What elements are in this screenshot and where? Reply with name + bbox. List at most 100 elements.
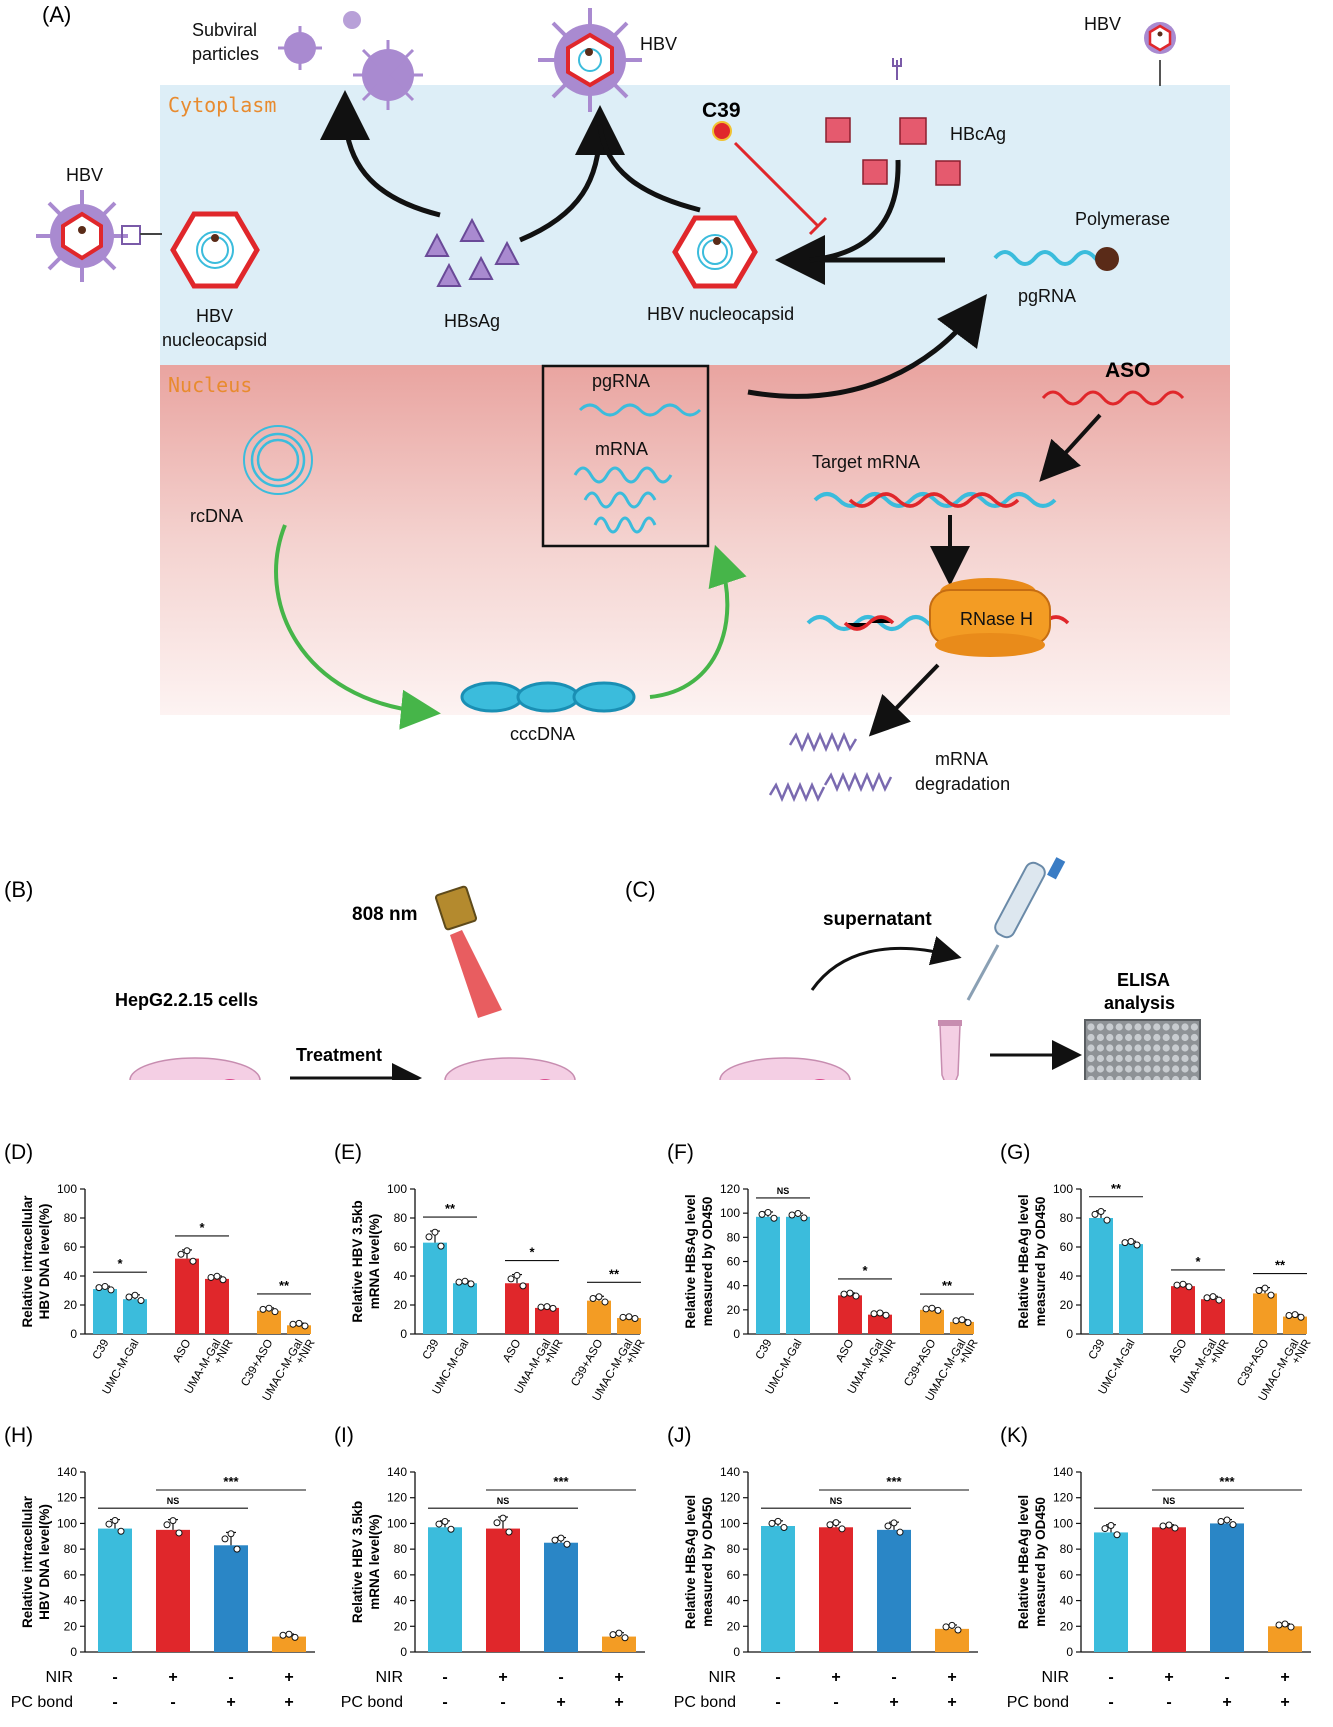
- condition-value: -: [112, 1694, 117, 1711]
- bar: [1210, 1523, 1244, 1652]
- data-point: [954, 1626, 962, 1634]
- hbv-left-label: HBV: [66, 165, 103, 185]
- bar: [1283, 1316, 1307, 1334]
- elisa-well: [1125, 1065, 1133, 1073]
- y-tick-label: 60: [1060, 1240, 1074, 1254]
- data-point: [513, 1271, 521, 1279]
- y-tick-label: 140: [57, 1465, 77, 1479]
- y-tick-label: 100: [387, 1182, 407, 1196]
- data-point: [589, 1294, 597, 1302]
- elisa-well: [1162, 1065, 1170, 1073]
- significance-label: **: [279, 1278, 290, 1293]
- bar: [544, 1542, 578, 1652]
- cccdna-label: cccDNA: [510, 724, 575, 744]
- data-point: [615, 1629, 623, 1637]
- bar: [617, 1318, 641, 1334]
- elisa-well: [1181, 1065, 1189, 1073]
- c39-inhibition-line: [733, 141, 820, 228]
- data-point: [291, 1633, 299, 1641]
- y-axis-label: mRNA level(%): [367, 1514, 382, 1610]
- significance-label: **: [609, 1266, 620, 1281]
- data-point: [507, 1275, 515, 1283]
- condition-value: +: [614, 1694, 623, 1711]
- data-point: [1261, 1284, 1269, 1292]
- y-tick-label: 40: [64, 1594, 78, 1608]
- bar: [428, 1527, 462, 1652]
- pgrna-box-label: pgRNA: [592, 371, 650, 391]
- bar: [287, 1325, 311, 1334]
- y-tick-label: 100: [1053, 1182, 1073, 1196]
- data-point: [774, 1517, 782, 1525]
- data-point: [519, 1282, 527, 1290]
- bar: [93, 1289, 117, 1334]
- significance-label: NS: [777, 1186, 790, 1196]
- panel-label-e: (E): [334, 1141, 362, 1164]
- x-tick-label: ASO: [834, 1337, 857, 1364]
- data-point: [788, 1211, 796, 1219]
- y-axis-label: Relative HBsAg level: [683, 1495, 698, 1629]
- bar: [1152, 1527, 1186, 1652]
- bar: [602, 1636, 636, 1652]
- data-point: [105, 1520, 113, 1528]
- petri-dish-c-icon: [719, 1057, 851, 1080]
- elisa-well: [1181, 1023, 1189, 1031]
- elisa-well: [1115, 1065, 1123, 1073]
- y-tick-label: 40: [727, 1279, 741, 1293]
- bar: [838, 1295, 862, 1334]
- y-tick-label: 100: [387, 1516, 407, 1530]
- data-point: [289, 1320, 297, 1328]
- data-point: [1297, 1313, 1305, 1321]
- data-point: [958, 1316, 966, 1324]
- elisa-well: [1134, 1065, 1142, 1073]
- x-tick-label: ASO: [501, 1337, 524, 1364]
- cells-label: HepG2.2.15 cells: [115, 990, 258, 1010]
- data-point: [425, 1233, 433, 1241]
- data-point: [505, 1528, 513, 1536]
- data-point: [1121, 1239, 1129, 1247]
- elisa-well: [1087, 1023, 1095, 1031]
- data-point: [1173, 1281, 1181, 1289]
- data-point: [543, 1303, 551, 1311]
- elisa-well: [1134, 1044, 1142, 1052]
- bar: [156, 1529, 190, 1652]
- nucleocapsid-left-icon: [170, 211, 260, 289]
- target-mrna-label: Target mRNA: [812, 452, 920, 472]
- data-point: [1203, 1294, 1211, 1302]
- panel-label-f: (F): [667, 1141, 694, 1164]
- data-point: [461, 1277, 469, 1285]
- significance-label: **: [1111, 1181, 1122, 1196]
- panel-label-d: (D): [4, 1141, 33, 1164]
- data-point: [183, 1247, 191, 1255]
- significance-label: **: [445, 1201, 456, 1216]
- elisa-well: [1087, 1033, 1095, 1042]
- elisa-label-1: ELISA: [1117, 970, 1170, 990]
- elisa-well: [1143, 1023, 1151, 1031]
- y-tick-label: 80: [394, 1211, 408, 1225]
- condition-row-label: NIR: [708, 1669, 736, 1686]
- data-point: [1107, 1521, 1115, 1529]
- elisa-well: [1172, 1033, 1180, 1042]
- elisa-well: [1096, 1075, 1104, 1080]
- data-point: [764, 1208, 772, 1216]
- y-tick-label: 100: [720, 1206, 740, 1220]
- y-tick-label: 60: [727, 1255, 741, 1269]
- condition-value: -: [442, 1694, 447, 1711]
- data-point: [768, 1519, 776, 1527]
- data-point: [111, 1516, 119, 1524]
- y-axis-label: Relative HBsAg level: [683, 1194, 698, 1328]
- elisa-well: [1115, 1044, 1123, 1052]
- data-point: [1275, 1621, 1283, 1629]
- data-point: [1287, 1623, 1295, 1631]
- supernatant-label: supernatant: [823, 909, 932, 930]
- elisa-well: [1115, 1054, 1123, 1063]
- bar: [1268, 1626, 1302, 1652]
- y-tick-label: 120: [1053, 1491, 1073, 1505]
- data-point: [922, 1305, 930, 1313]
- data-point: [207, 1273, 215, 1281]
- y-axis-label: Relative HBV 3.5kb: [350, 1200, 365, 1322]
- data-point: [295, 1319, 303, 1327]
- data-point: [285, 1630, 293, 1638]
